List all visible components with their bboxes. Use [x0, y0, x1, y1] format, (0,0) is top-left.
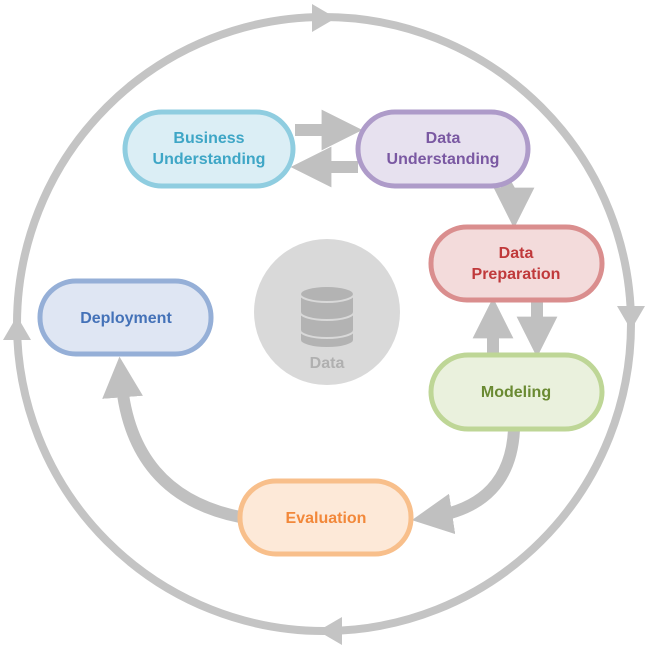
database-icon	[299, 285, 355, 349]
phase-label: Evaluation	[286, 510, 367, 527]
cycle-arrowhead-left	[3, 316, 31, 340]
phase-data-preparation: Data Preparation	[428, 224, 605, 303]
phase-label: Understanding	[153, 151, 266, 168]
phase-label: Data	[426, 130, 461, 147]
arrow-data-to-preparation	[493, 179, 535, 229]
phase-deployment: Deployment	[37, 278, 214, 357]
cycle-arrowhead-top	[312, 4, 336, 32]
phase-label: Business	[173, 130, 244, 147]
phase-modeling: Modeling	[428, 352, 605, 432]
cycle-arrowhead-bottom	[318, 617, 342, 645]
phase-label: Understanding	[387, 151, 500, 168]
phase-data-understanding: Data Understanding	[355, 109, 531, 189]
phase-label: Modeling	[481, 384, 551, 401]
data-store: Data	[254, 239, 400, 385]
phase-label: Data	[499, 245, 534, 262]
data-label: Data	[310, 355, 345, 372]
cycle-arrowhead-right	[617, 306, 645, 330]
flow-arrows	[102, 109, 558, 535]
arrow-modeling-to-evaluation	[411, 429, 520, 535]
phase-evaluation: Evaluation	[237, 478, 414, 557]
phase-label: Deployment	[80, 310, 172, 327]
phase-label: Preparation	[472, 266, 561, 283]
arrow-evaluation-to-deployment	[102, 356, 242, 523]
phase-business-understanding: Business Understanding	[122, 109, 296, 189]
